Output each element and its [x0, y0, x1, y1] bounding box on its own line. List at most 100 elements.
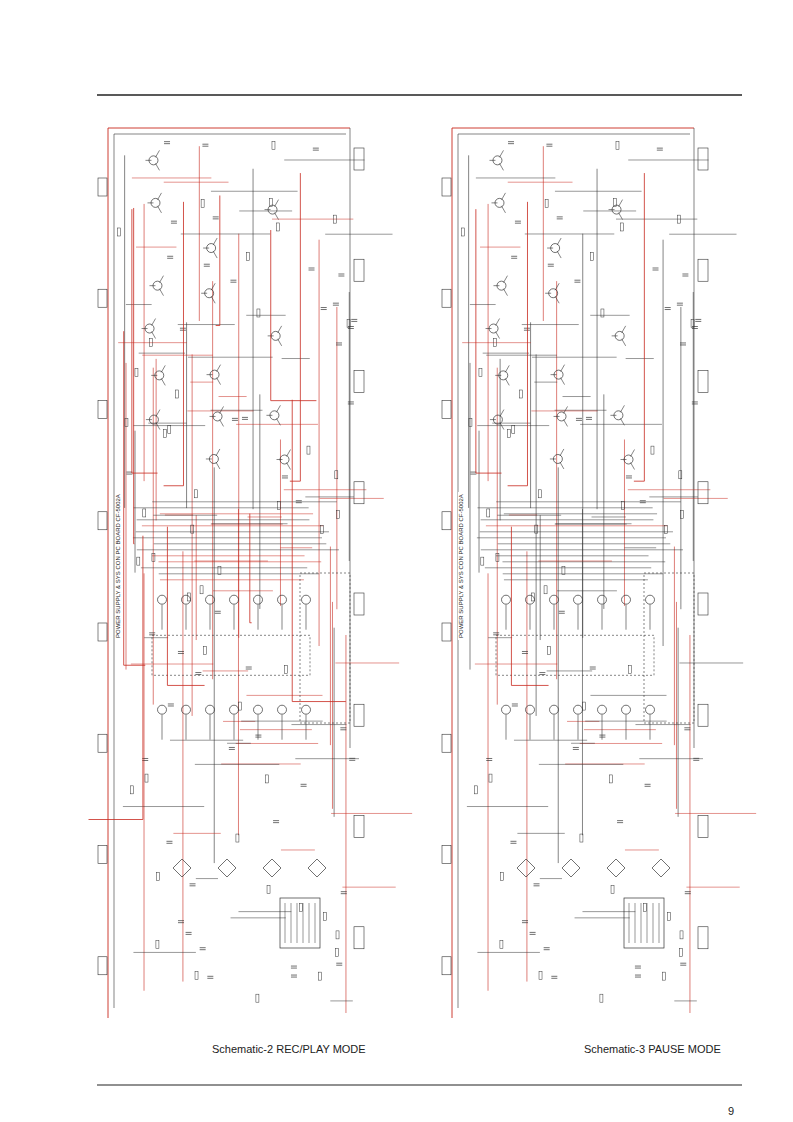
resistor-symbol [500, 940, 503, 948]
wire [202, 144, 208, 145]
wire [248, 516, 282, 517]
transistor-symbol [526, 595, 535, 604]
wire [554, 416, 560, 417]
wire [320, 498, 384, 499]
wire [217, 378, 221, 385]
wire [186, 605, 187, 630]
wire [539, 674, 545, 675]
wire [123, 806, 204, 807]
wire [561, 365, 565, 372]
wire [558, 467, 559, 863]
wire [540, 515, 541, 640]
wire [333, 305, 339, 306]
wire [203, 248, 209, 249]
resistor-symbol [622, 501, 625, 509]
wire [497, 515, 561, 516]
wire [536, 354, 537, 716]
wire [212, 281, 213, 679]
wire [211, 410, 263, 411]
wire [485, 567, 651, 568]
ic-outline [496, 635, 654, 675]
resistor-symbol [335, 471, 338, 479]
wire [555, 523, 631, 524]
connector-box [98, 734, 107, 752]
wire [479, 431, 480, 573]
wire [540, 878, 562, 879]
wire [524, 328, 530, 329]
connector-box [442, 734, 451, 752]
resistor-symbol [583, 702, 586, 710]
wire [280, 547, 312, 548]
transistor-symbol [574, 705, 583, 714]
wire [291, 966, 297, 967]
wire [629, 903, 630, 943]
wire [493, 285, 499, 286]
wire [313, 150, 319, 151]
wire [503, 573, 663, 574]
resistor-symbol [474, 786, 477, 794]
wire [481, 519, 654, 520]
resistor-symbol [611, 886, 614, 894]
wire [349, 758, 355, 759]
wire [171, 223, 177, 224]
wire [650, 605, 651, 630]
resistor-symbol [195, 490, 198, 498]
wire [161, 378, 165, 385]
wire [132, 177, 211, 178]
resistor-symbol [620, 223, 623, 231]
wire [275, 213, 279, 220]
wire [480, 531, 673, 532]
bottom-rule [97, 1084, 742, 1085]
resistor-symbol [663, 972, 666, 980]
transistor-symbol [182, 595, 191, 604]
resistor-symbol [616, 142, 619, 150]
wire [230, 280, 236, 281]
wire [211, 296, 215, 303]
wire [215, 613, 221, 614]
wire [512, 705, 518, 706]
active-wire [292, 400, 346, 702]
connector-box [442, 401, 451, 419]
wire [108, 128, 109, 1018]
connector-box [698, 704, 708, 726]
wire [621, 459, 627, 460]
wire [240, 729, 312, 730]
resistor-symbol [307, 446, 310, 454]
wire [493, 632, 499, 633]
wire [220, 406, 224, 413]
wire [195, 674, 201, 675]
wire [530, 715, 531, 740]
resistor-symbol [319, 972, 322, 980]
wire [173, 833, 220, 834]
wire [556, 281, 557, 679]
wire [486, 355, 557, 356]
page-number: 9 [728, 1105, 734, 1117]
active-wire [634, 173, 644, 481]
wire [511, 258, 517, 259]
active-wire [132, 209, 158, 473]
wire [551, 374, 557, 375]
wire [576, 418, 582, 419]
connector-box [698, 927, 708, 949]
resistor-symbol [651, 446, 654, 454]
wire [512, 703, 518, 704]
wire [557, 590, 617, 591]
wire [242, 419, 248, 420]
connector-box [98, 289, 107, 307]
wire [490, 419, 496, 420]
wire [590, 695, 666, 696]
resistor-symbol [680, 948, 683, 956]
wire [142, 328, 148, 329]
wire [517, 833, 564, 834]
active-wire [250, 514, 252, 623]
wire [510, 843, 516, 844]
resistor-symbol [256, 994, 259, 1002]
resistor-symbol [195, 972, 198, 980]
wire [557, 238, 561, 245]
top-rule [97, 94, 742, 96]
transistor-symbol [254, 595, 263, 604]
wire [135, 431, 136, 573]
wire [640, 502, 646, 503]
active-wire [216, 195, 220, 325]
active-wire [167, 527, 204, 686]
